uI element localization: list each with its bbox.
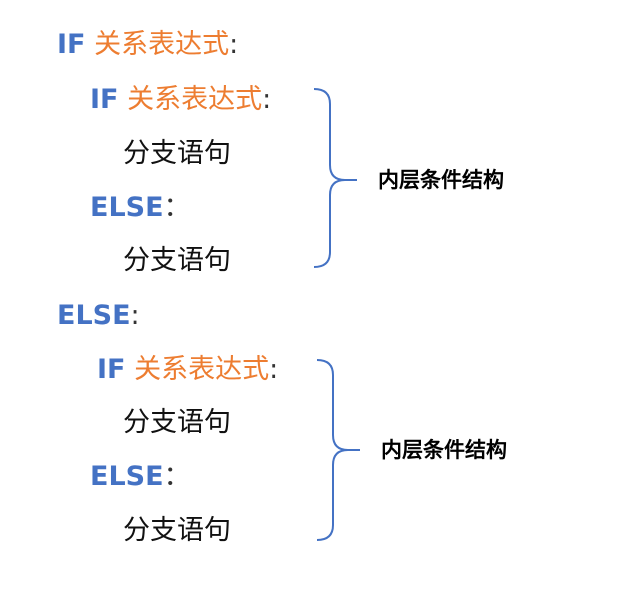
- inner2-branch-2: 分支语句: [123, 515, 231, 546]
- inner2-branch-1: 分支语句: [123, 407, 231, 438]
- inner2-else-line: ELSE：: [90, 461, 191, 493]
- inner2-else-colon: ：: [163, 461, 191, 492]
- inner2-if-keyword: IF: [97, 354, 126, 385]
- inner2-if-line: IF 关系表达式:: [97, 354, 278, 386]
- outer-if-condition: 关系表达式: [94, 29, 230, 60]
- outer-if-line: IF 关系表达式:: [57, 29, 238, 61]
- inner1-if-colon: :: [262, 84, 272, 115]
- inner2-if-colon: :: [269, 354, 279, 385]
- outer-else-line: ELSE:: [57, 300, 140, 332]
- inner1-if-line: IF 关系表达式:: [90, 84, 271, 116]
- inner1-if-condition: 关系表达式: [127, 84, 263, 115]
- inner2-else-keyword: ELSE: [90, 461, 164, 492]
- inner1-else-colon: ：: [163, 192, 191, 223]
- inner1-else-line: ELSE：: [90, 192, 191, 224]
- inner1-branch-1: 分支语句: [123, 138, 231, 169]
- inner1-brace: [313, 88, 357, 268]
- inner2-structure-label: 内层条件结构: [381, 438, 507, 462]
- inner1-if-keyword: IF: [90, 84, 119, 115]
- outer-if-keyword: IF: [57, 29, 86, 60]
- outer-else-colon: :: [130, 300, 140, 331]
- outer-if-colon: :: [229, 29, 239, 60]
- inner2-if-condition: 关系表达式: [134, 354, 270, 385]
- outer-else-keyword: ELSE: [57, 300, 131, 331]
- inner1-else-keyword: ELSE: [90, 192, 164, 223]
- inner2-brace: [316, 359, 360, 541]
- inner1-structure-label: 内层条件结构: [378, 168, 504, 192]
- inner1-branch-2: 分支语句: [123, 245, 231, 276]
